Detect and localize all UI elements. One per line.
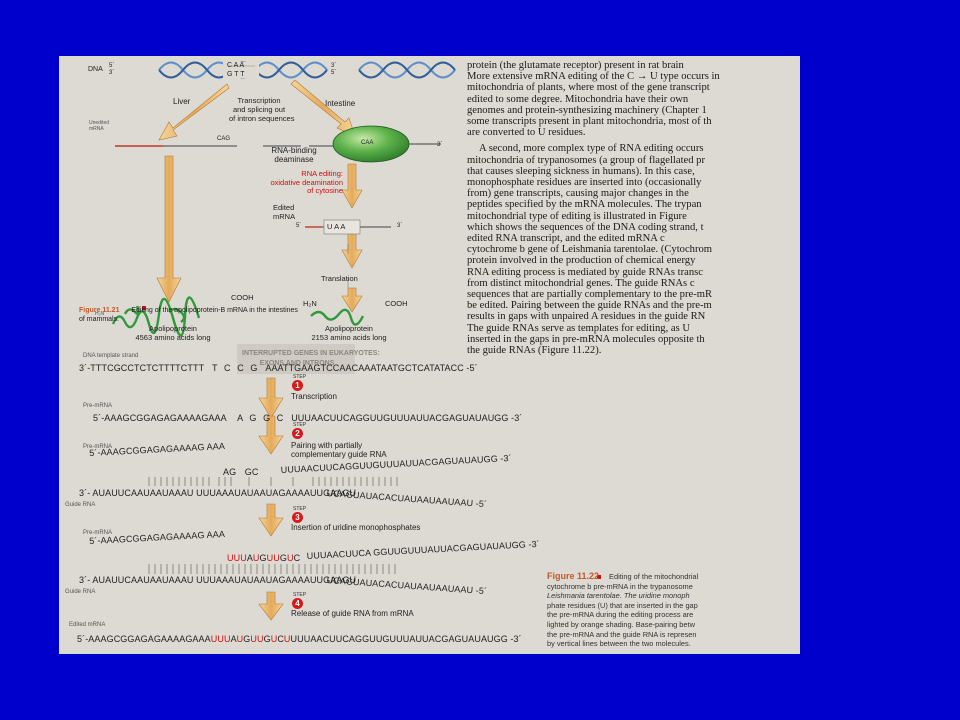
- arrow-liver-down: [156, 155, 182, 303]
- arrow-editing-2: [341, 229, 363, 269]
- prime-5-edited: 5´: [296, 223, 302, 229]
- arrow-translation: [341, 287, 363, 313]
- protein-chain-long: [111, 296, 201, 337]
- guide-rna-label-2: Guide RNA: [65, 589, 96, 595]
- textbook-page: DNA 5´ 3´ C A A G T T 3´ 5´ Liver Transc…: [59, 56, 800, 654]
- dna-template-sequence: 3´-TTTCGCCTCTCTTTTCTTT T C C G AAATTGAAG…: [79, 363, 478, 373]
- prime-3-bottom: 3´: [109, 70, 115, 76]
- cooh-left: COOH: [231, 293, 254, 302]
- dna-bottom-codon: G T T: [227, 71, 245, 78]
- prime-5-bottom: 5´: [331, 70, 337, 76]
- arrow-editing: [341, 163, 363, 209]
- edited-mrna-final-sequence: 5´-AAAGCGGAGAGAAAAGAAAUUUAUGUUGUCUUUUAAC…: [77, 634, 522, 644]
- cooh-right: COOH: [385, 299, 408, 308]
- protein-chain-short: [310, 308, 365, 326]
- edited-mrna-label: Edited mRNA: [273, 203, 296, 221]
- step3-word: STEP: [293, 506, 307, 512]
- step2-label: Pairing with partially complementary gui…: [291, 441, 387, 459]
- transcription-splicing-label: Transcription and splicing out of intron…: [229, 96, 295, 123]
- step3-label: Insertion of uridine monophosphates: [291, 523, 421, 532]
- rna-binding-deaminase-label: RNA-binding deaminase: [271, 146, 317, 164]
- step4-label: Release of guide RNA from mRNA: [291, 609, 414, 618]
- uaa-codon: U A A: [327, 222, 346, 231]
- cag-right: CAA: [361, 140, 374, 146]
- step4-badge: 4: [292, 598, 303, 609]
- base-pair-lines: [148, 477, 398, 486]
- body-text-column: protein (the glutamate receptor) present…: [467, 60, 720, 357]
- apolipoprotein-intestine: Apolipoprotein 2153 amino acids long: [311, 324, 387, 342]
- h2n-right: H₂N: [303, 299, 317, 308]
- dna-label: DNA: [88, 66, 103, 73]
- dna-template-label: DNA template strand: [83, 353, 139, 359]
- fig1121-caption: Figure 11.21 Editing of the apolipoprote…: [79, 307, 298, 323]
- premrna-edited-region-3: UUUAUGUUGUC: [227, 553, 301, 563]
- h2n-left: H₂N: [95, 311, 105, 317]
- guide-rna-label-1: Guide RNA: [65, 502, 96, 508]
- dna-helix: [158, 61, 456, 79]
- rna-editing-label: RNA editing: oxidative deamination of cy…: [270, 169, 343, 195]
- premrna-label-3: Pre-mRNA: [83, 530, 113, 536]
- arrow-liver: [158, 83, 230, 141]
- deaminase-enzyme: [332, 125, 410, 163]
- unedited-mrna-label: Unedited mRNA: [89, 120, 110, 132]
- translation-label: Translation: [321, 274, 358, 283]
- step2-word: STEP: [293, 422, 307, 428]
- figure-graphics: [111, 61, 601, 621]
- premrna-sequence-1: 5´-AAAGCGGAGAGAAAAGAAA A G G C UUUAACUUC…: [93, 413, 523, 423]
- premrna-gap-bases-2: AG GC: [223, 467, 259, 477]
- sidebar-title: INTERRUPTED GENES IN EUKARYOTES: EXONS A…: [242, 350, 380, 367]
- guide-rna-sequence-1: 3´- AUAUUCAAUAAUAAAU UUUAAAUAUAAUAGAAAAU…: [79, 488, 357, 498]
- prime-3-mrna: 3´: [437, 142, 443, 148]
- step4-word: STEP: [293, 592, 307, 598]
- step3-badge: 3: [292, 512, 303, 523]
- liver-label: Liver: [173, 97, 191, 106]
- prime-3-edited: 3´: [397, 223, 403, 229]
- step1-label: Transcription: [291, 392, 337, 401]
- prime-3-top: 3´: [331, 63, 337, 69]
- fig1122-arrows: [258, 377, 284, 621]
- step1-word: STEP: [293, 374, 307, 380]
- guide-rna-sequence-2: 3´- AUAUUCAAUAAUAAAU UUUAAAUAUAAUAGAAAAU…: [79, 575, 357, 585]
- cag-left: CAG: [217, 136, 231, 142]
- dna-top-codon: C A A: [227, 62, 245, 69]
- edited-mrna-final-label: Edited mRNA: [69, 622, 106, 628]
- apolipoprotein-liver: Apolipoprotein 4563 amino acids long: [135, 324, 211, 342]
- step1-badge: 1: [292, 380, 303, 391]
- arrow-intestine: [290, 79, 356, 137]
- premrna-label-1: Pre-mRNA: [83, 403, 113, 409]
- premrna-label-2: Pre-mRNA: [83, 444, 113, 450]
- prime-5-top: 5´: [109, 63, 115, 69]
- step2-badge: 2: [292, 428, 303, 439]
- intestine-label: Intestine: [325, 99, 356, 108]
